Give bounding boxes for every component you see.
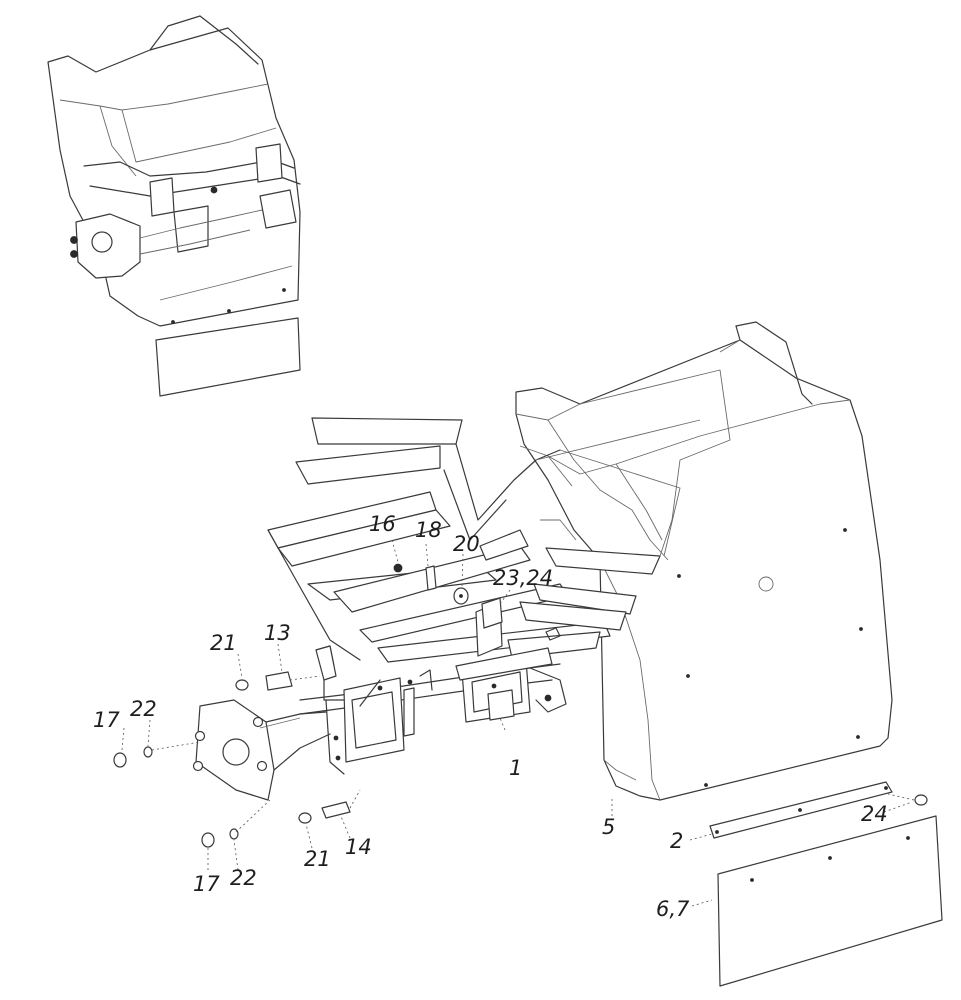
label-18: 18 — [415, 518, 442, 542]
label-17-lower: 17 — [193, 872, 220, 896]
strip-part-2 — [709, 781, 893, 839]
bolt-23-24 — [481, 597, 503, 629]
bolt-14 — [321, 801, 351, 819]
bracket-18 — [425, 565, 437, 591]
label-16: 16 — [369, 512, 396, 536]
label-6-7: 6,7 — [656, 897, 690, 921]
label-17-upper: 17 — [93, 708, 120, 732]
washer-21-lower — [298, 812, 312, 824]
label-22-upper: 22 — [130, 697, 157, 721]
tow-plate — [192, 699, 331, 801]
label-14: 14 — [345, 835, 372, 859]
washer-21-upper — [235, 679, 249, 691]
bolt-13 — [265, 671, 293, 691]
label-13: 13 — [264, 621, 291, 645]
assembled-view-thumbnail — [47, 15, 301, 397]
label-5: 5 — [602, 815, 615, 839]
label-1: 1 — [509, 756, 522, 780]
label-24: 24 — [861, 802, 888, 826]
label-21-upper: 21 — [210, 631, 237, 655]
washer-22-lower — [229, 828, 239, 840]
fasteners — [113, 563, 928, 848]
washer-22-upper — [143, 746, 153, 758]
leader-lines — [121, 539, 913, 907]
bolt-24 — [914, 794, 928, 806]
nut-17-lower — [201, 832, 215, 848]
nut-17-upper — [113, 752, 127, 768]
callout-labels: 1 2 5 6,7 13 14 16 17 17 18 20 21 21 22 … — [93, 512, 888, 921]
label-22-lower: 22 — [230, 866, 257, 890]
label-23-24: 23,24 — [493, 566, 553, 590]
mudflap-part-6-7 — [717, 815, 943, 987]
label-2: 2 — [670, 829, 683, 853]
nut-16 — [393, 563, 403, 573]
label-20: 20 — [453, 532, 480, 556]
label-21-lower: 21 — [304, 847, 331, 871]
